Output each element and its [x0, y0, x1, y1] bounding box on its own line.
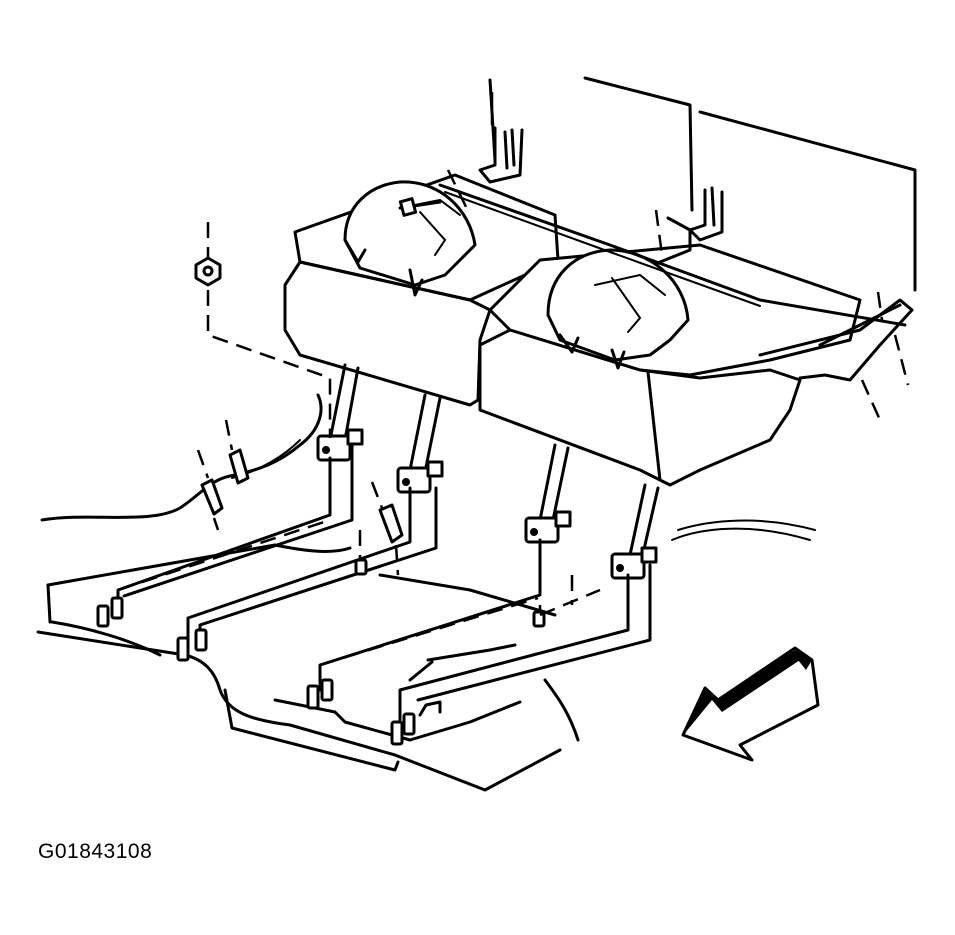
latch-rod — [398, 183, 914, 382]
mounting-leaders — [116, 442, 652, 732]
leg-feet — [316, 428, 658, 580]
seat-legs — [328, 363, 660, 560]
front-arrow-icon — [681, 646, 820, 762]
left-hinge-cover — [343, 180, 477, 297]
upper-brackets — [478, 126, 724, 264]
floor-bolts — [96, 596, 416, 746]
figure-id-label: G01843108 — [38, 840, 153, 863]
alignment-dashes — [117, 92, 910, 692]
